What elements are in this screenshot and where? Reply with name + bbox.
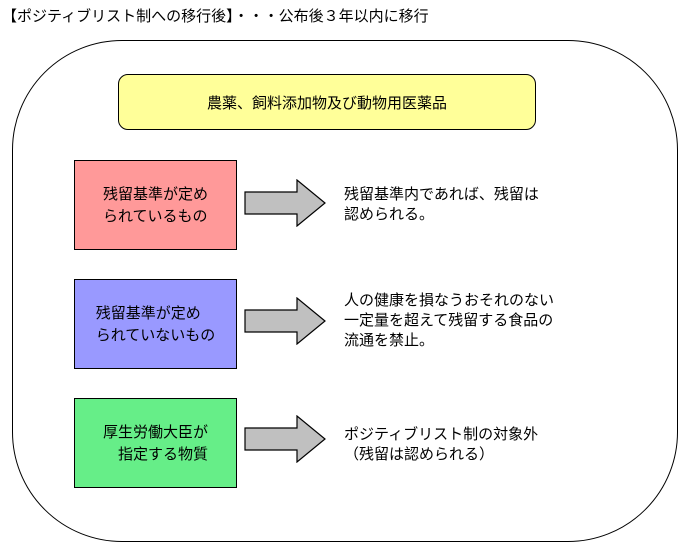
result-text: 残留基準内であれば、残留は 認められる。 [344,185,539,223]
result-text: ポジティブリスト制の対象外 （残留は認められる） [344,425,539,463]
category-label: 残留基準が定め られているもの [102,185,208,225]
category-label: 残留基準が定め られていないもの [95,304,216,344]
scope-frame [12,40,678,542]
category-box-designated-substance: 厚生労働大臣が 指定する物質 [74,398,237,488]
arrow-right-icon [244,179,326,227]
page-heading: 【ポジティブリスト制への移行後】・・・公布後３年以内に移行 [2,7,429,25]
category-box-without-standard: 残留基準が定め られていないもの [74,279,237,369]
scope-box: 農薬、飼料添加物及び動物用医薬品 [118,74,536,130]
arrow-right-icon [244,297,326,345]
arrow-right-icon [244,415,326,463]
scope-label: 農薬、飼料添加物及び動物用医薬品 [206,93,447,112]
result-text: 人の健康を損なうおそれのない 一定量を超えて残留する食品の 流通を禁止。 [344,291,555,349]
category-label: 厚生労働大臣が 指定する物質 [102,423,208,463]
category-box-with-standard: 残留基準が定め られているもの [74,160,237,250]
